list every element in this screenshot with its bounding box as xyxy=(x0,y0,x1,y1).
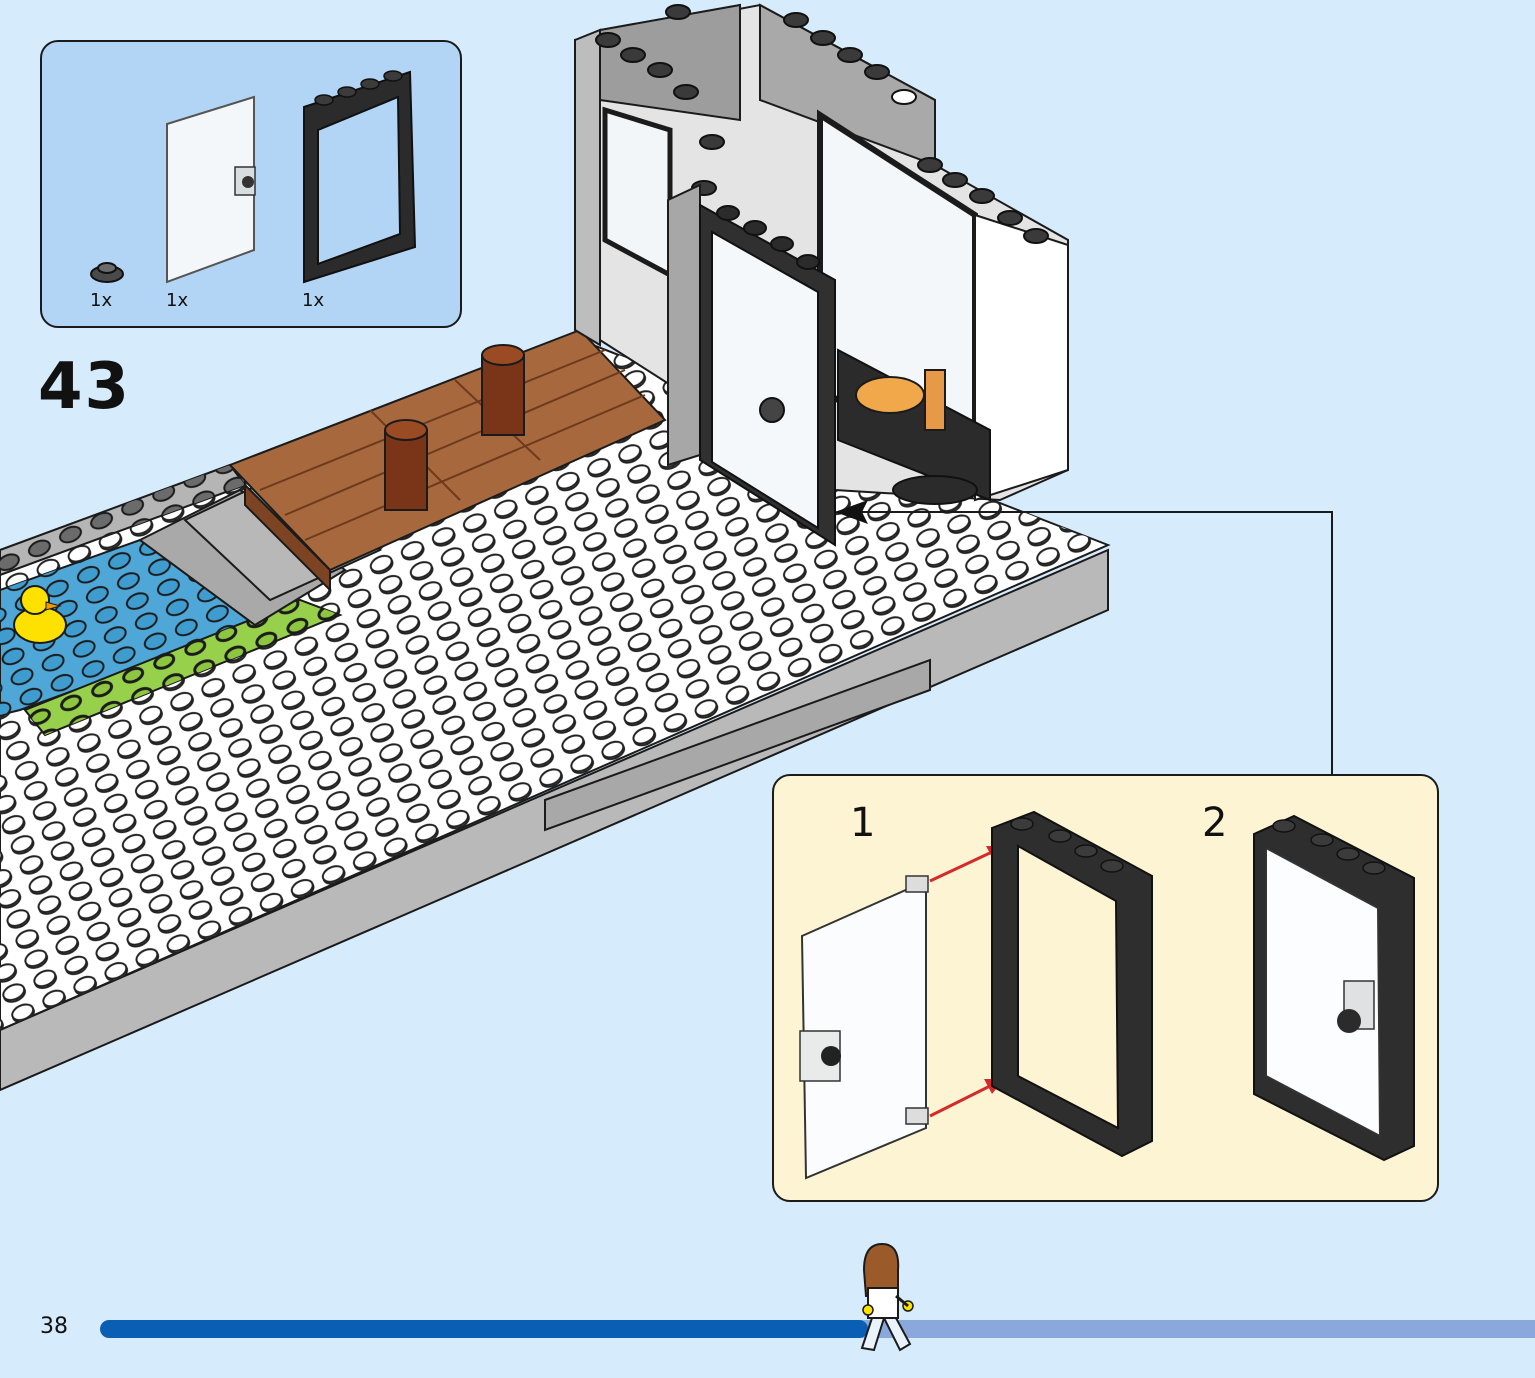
assembled-door-icon xyxy=(1253,814,1415,1162)
door-icon xyxy=(166,95,256,284)
door-frame-icon xyxy=(303,70,417,284)
door-panel-icon xyxy=(799,875,929,1180)
substep-box: 1 2 xyxy=(772,774,1439,1202)
copper-pan xyxy=(855,376,925,414)
part-qty: 1x xyxy=(166,290,189,311)
wooden-deck xyxy=(228,328,667,572)
door-frame-icon xyxy=(991,810,1153,1158)
progress-bar-fill xyxy=(100,1320,868,1338)
part-qty: 1x xyxy=(302,290,325,311)
part-qty: 1x xyxy=(90,290,113,311)
page-number: 38 xyxy=(40,1314,68,1339)
progress-bar xyxy=(100,1320,1535,1338)
substep-number: 2 xyxy=(1202,800,1228,846)
parts-list-box: 1x 1x 1x xyxy=(40,40,462,328)
substep-number: 1 xyxy=(850,800,876,846)
minifigure-icon xyxy=(860,1242,914,1352)
rubber-duck xyxy=(13,585,67,644)
deck-posts xyxy=(384,344,525,511)
round-plate-icon xyxy=(90,262,124,283)
door-pillar xyxy=(667,183,701,467)
step-number: 43 xyxy=(38,350,132,424)
callout-arrowhead xyxy=(835,500,868,524)
callout-line xyxy=(845,511,1333,774)
